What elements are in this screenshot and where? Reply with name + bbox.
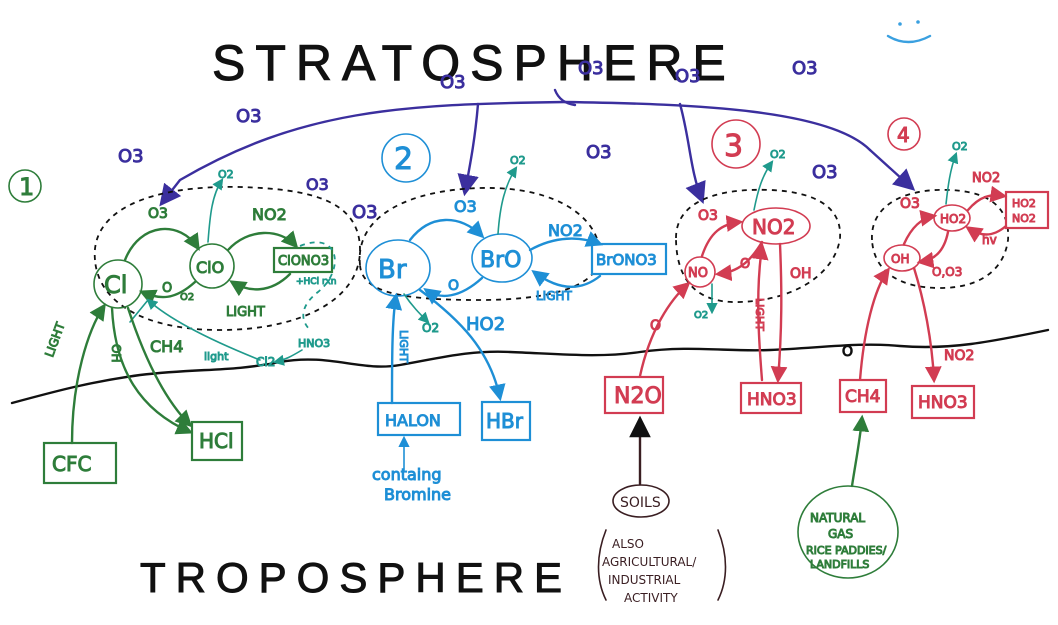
brono2-box: BrONO3: [596, 251, 657, 269]
o3-label-g: O3: [586, 142, 612, 163]
cycle-3-nitrogen: 3 NO2 NO O3 O O2 O2 OH LIGHT HNO3 N2O O …: [597, 119, 841, 605]
tropopause-line: [10, 328, 1050, 405]
hno3-box-c4: HNO3: [918, 393, 968, 413]
c1-light-cfc: LIGHT: [42, 320, 68, 359]
natural-gas-line-2: GAS: [828, 527, 853, 541]
o3-label-j: O3: [812, 162, 838, 183]
c2-light-halon: LIGHT: [397, 330, 410, 363]
cl-node: Cl: [104, 271, 127, 299]
o3-label-d: O3: [792, 58, 818, 79]
hno3-box-c3: HNO3: [747, 390, 797, 410]
c1-hno3: HNO3: [298, 337, 330, 350]
contains-label: containg: [372, 465, 442, 484]
c1-o2-small: O2: [180, 292, 194, 303]
c4-no2-down: NO2: [944, 348, 974, 364]
o3-label-c: O3: [675, 66, 701, 87]
cycle-2-number: 2: [394, 142, 413, 177]
c3-oh: OH: [790, 266, 812, 282]
c2-no2: NO2: [548, 221, 583, 240]
c1-o: O: [162, 281, 172, 296]
c3-o3: O3: [698, 208, 718, 224]
c1-light-caps: LIGHT: [226, 305, 265, 320]
c4-o-o3: O,O3: [932, 265, 962, 279]
cycle-4-hydrogen: 4 HO2 OH HO2 NO2 O3 O,O3 O2 NO2 hv O CH4…: [797, 117, 1050, 579]
c2-o3: O3: [454, 197, 477, 216]
o3-label-a: O3: [440, 72, 466, 93]
hbr-box: HBr: [486, 409, 524, 433]
c1-light: light: [204, 350, 229, 363]
halon-box: HALON: [385, 411, 441, 430]
soils-node: SOILS: [620, 495, 661, 511]
c1-oh: OH: [109, 344, 123, 362]
hcl-box: HCl: [199, 429, 234, 453]
c1-o3: O3: [148, 206, 168, 222]
c4-no2: NO2: [972, 171, 1000, 186]
c2-ho2: HO2: [466, 314, 505, 335]
c2-light: LIGHT: [536, 289, 573, 303]
c1-o2: O2: [218, 168, 234, 181]
smiley-icon: [886, 20, 932, 44]
no-node: NO: [688, 266, 708, 281]
c3-o2-top: O2: [770, 148, 786, 161]
o3-label-e: O3: [236, 106, 262, 127]
c1-hcl-rxn: +HCl rxn: [296, 277, 336, 287]
hno2-box-top: HO2: [1012, 197, 1036, 210]
hno2-box-bottom: NO2: [1012, 212, 1036, 225]
c3-o: O: [740, 257, 750, 272]
o3-label-b: O3: [578, 58, 604, 79]
cycle-1-chlorine: 1 Cl ClO ClONO3 O3 O O2 O2 NO2 LIGHT +HC…: [8, 168, 361, 485]
ch4-box-c4: CH4: [845, 387, 880, 407]
n2o-box: N2O: [614, 384, 662, 409]
ho2-node: HO2: [940, 212, 966, 226]
natural-gas-line-4: LANDFILLS: [810, 558, 869, 571]
cycle-2-bromine: 2 Br BrO BrONO3 O3 O O2 NO2 LIGHT O2 HO2…: [358, 133, 668, 505]
also-line-1: ALSO: [612, 537, 644, 551]
c1-no2: NO2: [252, 205, 287, 224]
also-line-3: INDUSTRIAL: [608, 573, 681, 587]
c3-o2-bottom: O2: [694, 310, 708, 321]
ozone-distribution-arrows: [159, 88, 916, 207]
natural-gas-line-3: RICE PADDIES/: [806, 544, 887, 557]
br-node: Br: [378, 255, 407, 285]
natural-gas-line-1: NATURAL: [810, 511, 865, 525]
troposphere-title: TROPOSPHERE: [140, 554, 572, 601]
c4-o3: O3: [900, 196, 920, 212]
bro-node: BrO: [480, 248, 521, 273]
o3-label-f: O3: [118, 146, 144, 167]
cycle-1-number: 1: [19, 173, 34, 201]
o3-label-h: O3: [352, 202, 378, 223]
c1-cl2: Cl2: [256, 355, 275, 369]
c4-o: O: [842, 344, 853, 360]
c2-o: O: [448, 278, 459, 294]
c2-o2-top: O2: [510, 154, 526, 167]
cycle-3-number: 3: [724, 129, 743, 164]
also-line-2: AGRICULTURAL/: [602, 555, 697, 569]
o3-label-i: O3: [306, 175, 329, 194]
clono2-box: ClONO3: [278, 254, 329, 269]
cfc-box: CFC: [52, 452, 91, 476]
also-line-4: ACTIVITY: [624, 591, 678, 605]
cycle-4-number: 4: [897, 123, 910, 147]
clo-node: ClO: [196, 258, 224, 277]
oh-node: OH: [891, 252, 909, 266]
stratosphere-title: STRATOSPHERE: [212, 35, 736, 91]
bromine-label: Bromine: [384, 485, 451, 504]
no2-node: NO2: [752, 215, 795, 239]
c3-o-n2o: O: [650, 318, 661, 334]
c1-ch4: CH4: [150, 337, 183, 356]
c4-hv: hv: [982, 233, 997, 247]
c2-o2-bottom: O2: [422, 321, 439, 335]
c3-light: LIGHT: [753, 298, 766, 331]
c4-o2: O2: [952, 140, 968, 153]
